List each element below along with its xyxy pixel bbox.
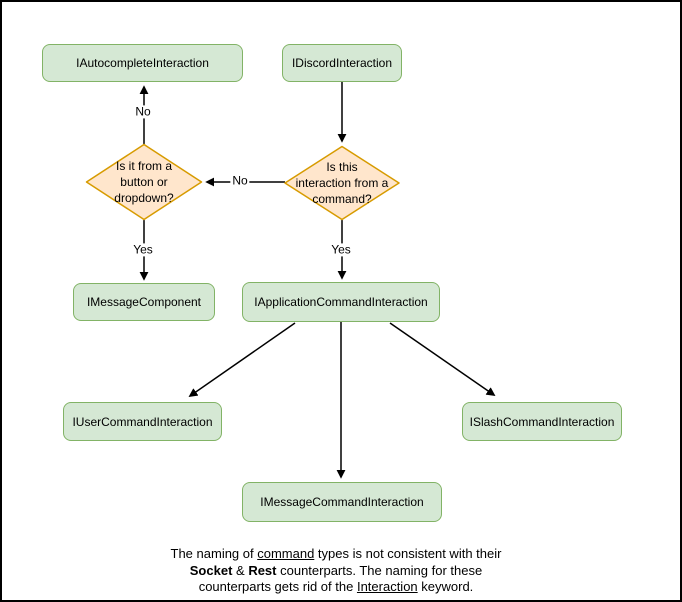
node-message-command-interaction: IMessageCommandInteraction	[242, 482, 442, 522]
edge-application-command-to-slash-command	[389, 322, 496, 397]
decision-label-from-command: Is this interaction from a command?	[295, 159, 389, 207]
node-discord-interaction: IDiscordInteraction	[282, 44, 402, 82]
edge-label-no-autocomplete: No	[133, 104, 153, 119]
node-user-command-interaction: IUserCommandInteraction	[63, 402, 222, 441]
edge-label-yes-message-component: Yes	[131, 242, 155, 257]
node-application-command-interaction: IApplicationCommandInteraction	[242, 282, 440, 322]
edge-label-no-button-dropdown: No	[230, 173, 250, 188]
node-message-component: IMessageComponent	[73, 283, 215, 321]
node-slash-command-interaction: ISlashCommandInteraction	[462, 402, 622, 441]
node-autocomplete-interaction: IAutocompleteInteraction	[42, 44, 243, 82]
edge-application-command-to-user-command	[188, 322, 296, 398]
decision-label-button-dropdown: Is it from a button or dropdown?	[114, 158, 174, 206]
edge-label-yes-application-command: Yes	[329, 242, 353, 257]
note-text: The naming of command types is not consi…	[170, 546, 502, 594]
